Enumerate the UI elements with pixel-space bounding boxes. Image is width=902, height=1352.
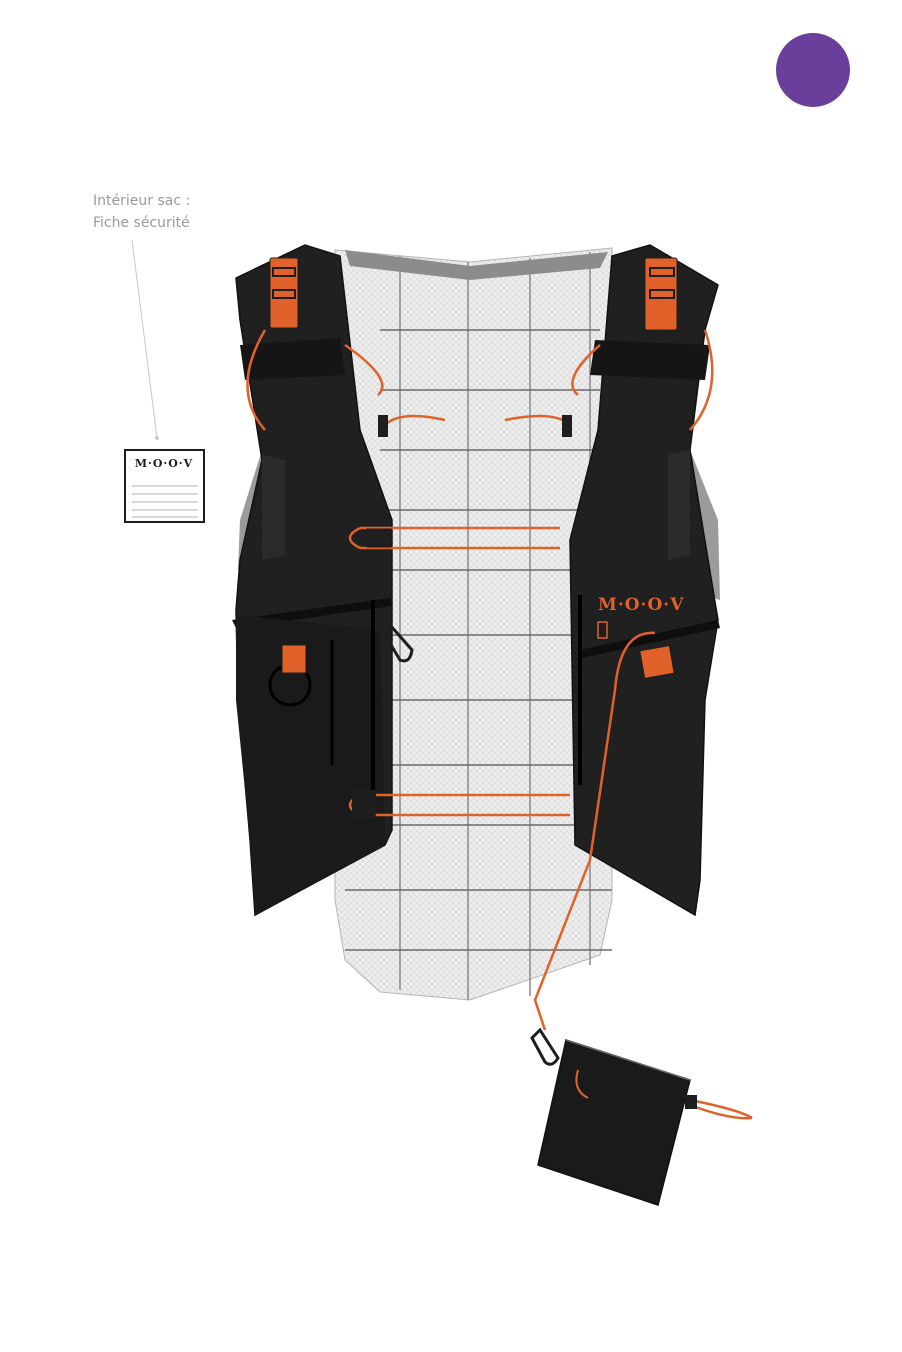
- purple-dot-icon: [776, 33, 850, 107]
- vest-brand: M·O·O·V: [598, 595, 684, 615]
- safety-card-icon: M·O·O·V: [124, 449, 205, 523]
- leader-dot: [155, 436, 159, 440]
- caption-line-1: Intérieur sac :: [93, 193, 191, 209]
- caption-label: Intérieur sac : Fiche sécurité: [93, 190, 190, 234]
- caption-line-2: Fiche sécurité: [93, 215, 190, 231]
- left-vest-panel: [232, 244, 393, 917]
- card-brand: M·O·O·V: [135, 457, 193, 470]
- carabiner-icon: [383, 622, 414, 663]
- pouch-icon: [530, 1027, 697, 1206]
- buckles: [352, 415, 572, 818]
- caption-leader-line: [131, 239, 158, 439]
- orange-cords: [246, 329, 753, 1120]
